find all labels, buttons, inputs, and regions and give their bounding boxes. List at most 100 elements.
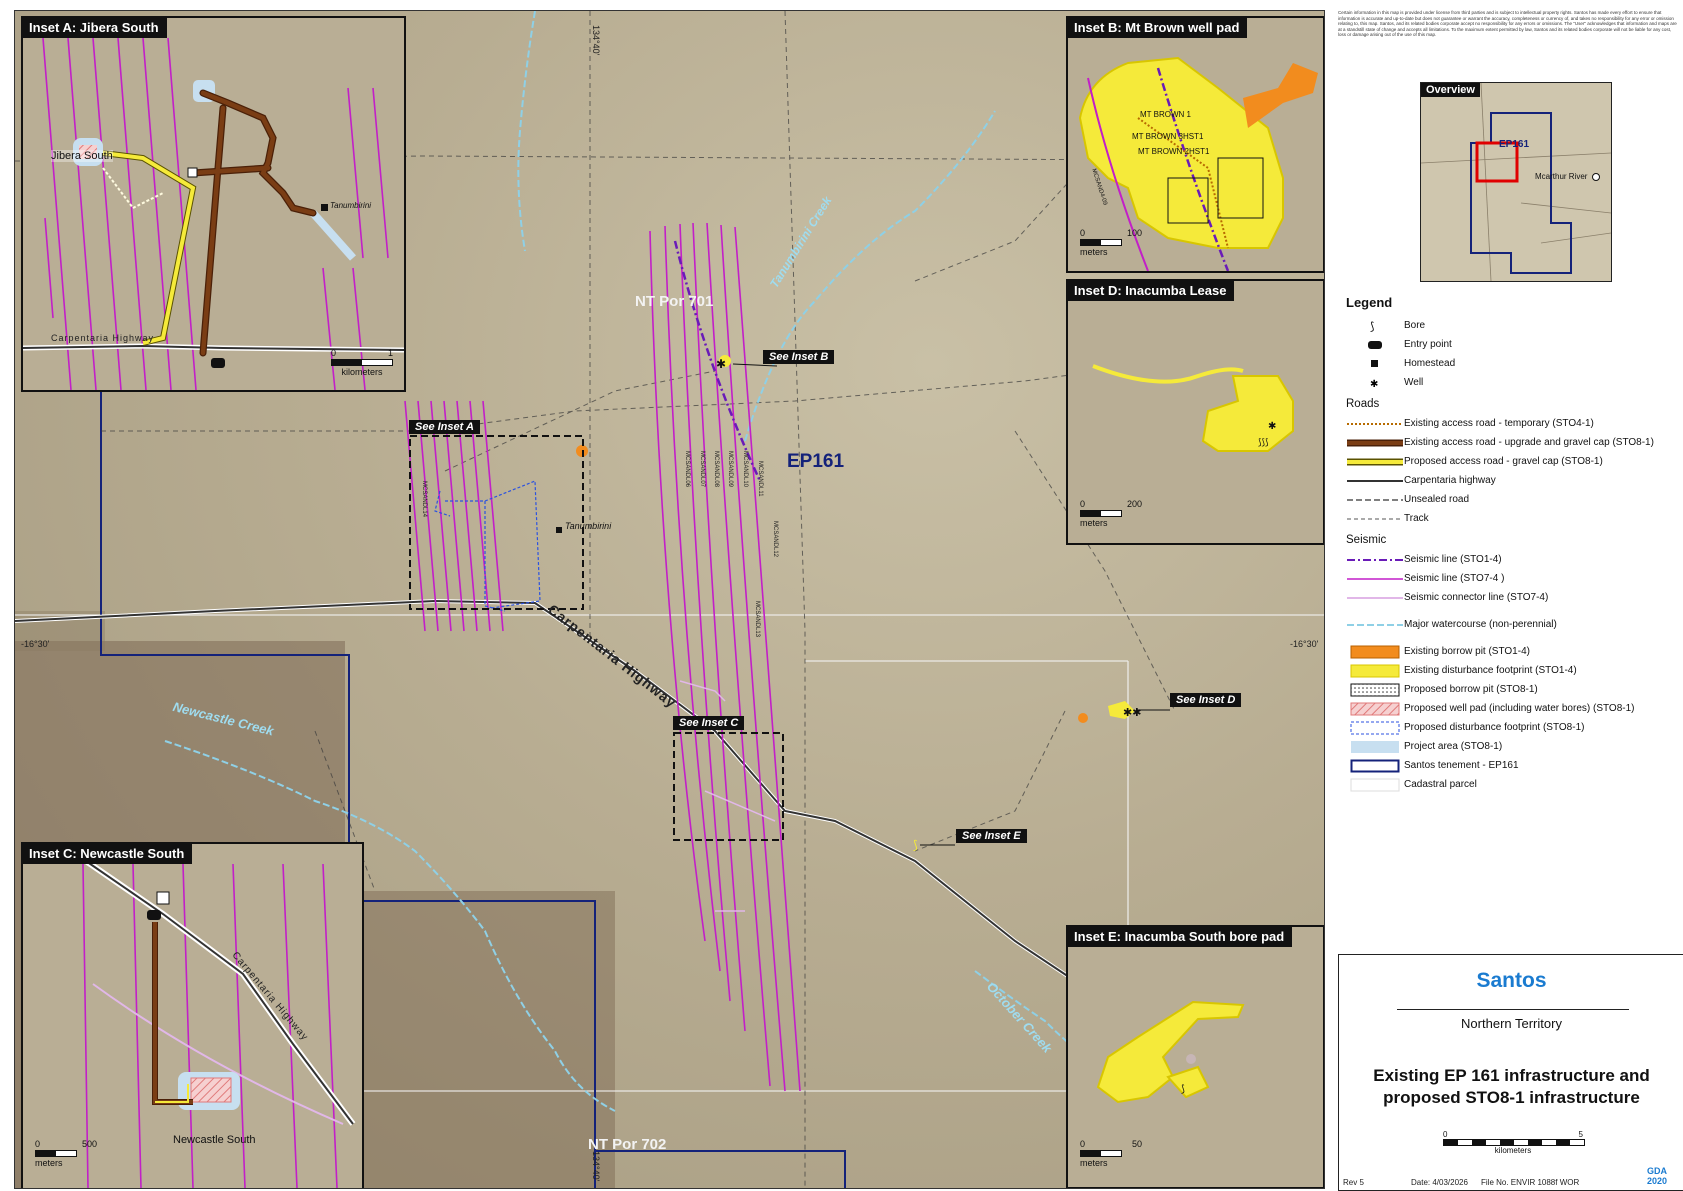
legend-label: Track [1404, 513, 1429, 524]
disclaimer-text: Certain information in this map is provi… [1338, 10, 1677, 38]
inset-c-newcastle-south[interactable]: Inset C: Newcastle South Newcastle South… [21, 842, 364, 1188]
seismic-line-label: MCSANDL09 [727, 451, 733, 488]
seismic-line-label: MCSANDL07 [699, 451, 705, 488]
latitude-label-left: -16°30' [21, 639, 50, 649]
scale-end: 100 [1126, 228, 1142, 238]
parcel-label-701: NT Por 701 [635, 293, 714, 310]
seismic-sto7-symbol [1346, 571, 1404, 587]
legend-item: Existing disturbance footprint (STO1-4) [1346, 661, 1681, 680]
legend-item: Proposed disturbance footprint (STO8-1) [1346, 718, 1681, 737]
scale-end: 200 [1126, 499, 1142, 509]
legend-label: Project area (STO8-1) [1404, 741, 1503, 752]
legend-item: Entry point [1346, 335, 1681, 354]
cadastral-swatch [1346, 777, 1404, 793]
seismic-sto1-symbol [1346, 552, 1404, 568]
scale-end: 5 [1578, 1130, 1583, 1139]
legend-label: Carpentaria highway [1404, 475, 1496, 486]
inset-d-canvas: ✱ ⟆⟆⟆ [1092, 364, 1294, 452]
legend-seismic-heading: Seismic [1346, 534, 1387, 546]
inset-a-site-label: Jibera South [51, 150, 113, 162]
scale-unit: meters [1080, 518, 1108, 528]
parcel-label-702: NT Por 702 [588, 1136, 667, 1153]
svg-text:⟆: ⟆ [1181, 1084, 1185, 1095]
legend-label: Seismic connector line (STO7-4) [1404, 592, 1549, 603]
legend-label: Seismic line (STO1-4) [1404, 554, 1502, 565]
inset-b-canvas [1078, 56, 1318, 271]
callout-inset-b[interactable]: See Inset B [763, 350, 835, 364]
watercourse-symbol [1346, 617, 1404, 633]
homestead-icon [1346, 356, 1404, 372]
road-upgrade-symbol [1346, 435, 1404, 451]
well-icon: ✱ [1346, 375, 1404, 391]
title-divider [1397, 1009, 1629, 1010]
overview-map[interactable]: Overview EP161 Mcarthur River [1420, 82, 1612, 282]
legend-label: Unsealed road [1404, 494, 1470, 505]
seismic-line-label: MCSANDL14 [421, 481, 427, 518]
legend-label: Cadastral parcel [1404, 779, 1477, 790]
legend-item: Unsealed road [1346, 490, 1681, 509]
scale-start: 0 [1080, 228, 1086, 238]
legend-item: ⟆ Bore [1346, 316, 1681, 335]
legend-label: Homestead [1404, 358, 1456, 369]
main-map[interactable]: ✱✱ ⟆ ✱ NT Por 701 NT Por 702 EP161 Tanum… [14, 10, 1325, 1189]
datum-logo: GDA 2020 [1647, 1166, 1668, 1186]
scale-unit: meters [1080, 247, 1108, 257]
inset-a-homestead-label: Tanumbirini [330, 201, 372, 210]
callout-inset-d[interactable]: See Inset D [1170, 693, 1242, 707]
overview-town-label: Mcarthur River [1535, 172, 1588, 181]
unsealed-road-symbol [1346, 492, 1404, 508]
scale-start: 0 [331, 348, 337, 358]
latitude-label-right: -16°30' [1290, 639, 1319, 649]
inset-a-jibera-south[interactable]: Inset A: Jibera South Jibera South Tanum… [21, 16, 406, 392]
svg-text:✱: ✱ [1268, 421, 1276, 432]
legend-item: Major watercourse (non-perennial) [1346, 615, 1681, 634]
proposed-footprint-a [434, 480, 541, 612]
callout-inset-e[interactable]: See Inset E [956, 829, 1027, 843]
legend-item: Proposed well pad (including water bores… [1346, 699, 1681, 718]
file-number: File No. ENVIR 1088f WOR [1481, 1178, 1580, 1187]
callout-inset-c[interactable]: See Inset C [673, 716, 745, 730]
inset-b-scalebar: 0 100 meters [1080, 228, 1142, 257]
legend-label: Existing access road - temporary (STO4-1… [1404, 418, 1594, 429]
scale-unit: kilometers [1494, 1146, 1532, 1155]
legend-label: Existing disturbance footprint (STO1-4) [1404, 665, 1577, 676]
inset-a-canvas [23, 37, 404, 390]
legend-label: Entry point [1404, 339, 1452, 350]
legend-label: Well [1404, 377, 1424, 388]
proposed-well-pad-swatch [1346, 701, 1404, 717]
scale-unit: meters [35, 1158, 63, 1168]
overview-title: Overview [1421, 83, 1480, 97]
seismic-line-label: MCSANDL08 [713, 451, 719, 488]
project-area-swatch [1346, 739, 1404, 755]
scale-start: 0 [35, 1139, 41, 1149]
svg-text:⟆⟆⟆: ⟆⟆⟆ [1258, 438, 1269, 448]
inset-c-title: Inset C: Newcastle South [23, 844, 193, 864]
borrow-pit [1078, 713, 1088, 723]
legend-label: Proposed disturbance footprint (STO8-1) [1404, 722, 1585, 733]
inset-a-title: Inset A: Jibera South [23, 18, 167, 38]
side-panel: Certain information in this map is provi… [1338, 10, 1683, 1191]
inset-c-canvas [81, 856, 356, 1188]
proposed-footprint-swatch [1346, 720, 1404, 736]
title-block: Santos Northern Territory Existing EP 16… [1338, 954, 1683, 1191]
legend-item: Carpentaria highway [1346, 471, 1681, 490]
callout-inset-a[interactable]: See Inset A [409, 420, 480, 434]
legend-item: Seismic line (STO7-4 ) [1346, 569, 1681, 588]
inset-e-title: Inset E: Inacumba South bore pad [1068, 927, 1293, 947]
legend-item: Existing access road - upgrade and grave… [1346, 433, 1681, 452]
well-icon: ✱✱ [1123, 706, 1141, 719]
legend-item: ✱ Well [1346, 373, 1681, 392]
bore-icon: ⟆ [913, 838, 918, 852]
entry-point-icon [1346, 337, 1404, 353]
legend-label: Bore [1404, 320, 1426, 331]
scale-end: 1 [387, 348, 393, 358]
seismic-connectors [679, 680, 776, 912]
inset-c-site-label: Newcastle South [173, 1134, 256, 1146]
inset-b-mt-brown[interactable]: Inset B: Mt Brown well pad MT BROWN 1 MT… [1066, 16, 1324, 273]
legend: Legend ⟆ Bore Entry point Homestead ✱ We… [1346, 295, 1681, 794]
